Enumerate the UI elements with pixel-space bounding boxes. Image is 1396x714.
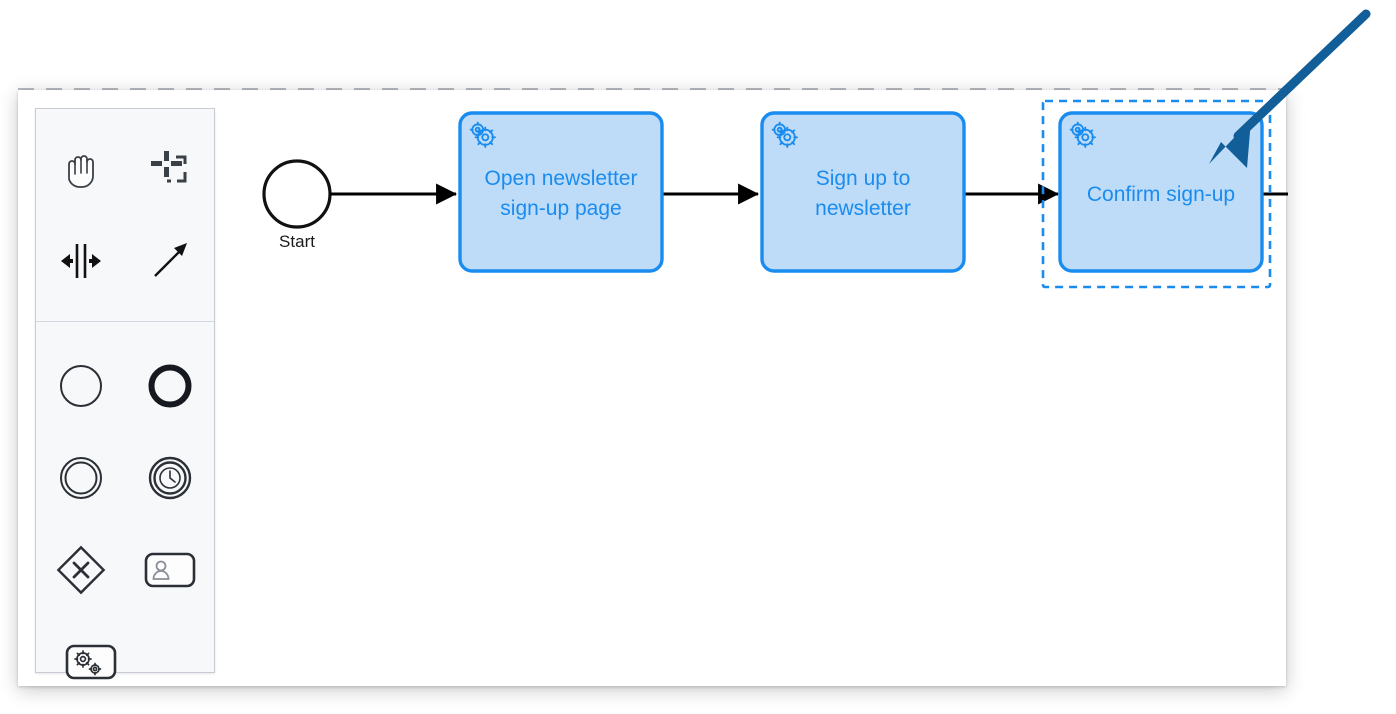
- palette-row: [36, 616, 214, 708]
- task-label-line-1: Open newsletter: [485, 167, 638, 190]
- task-sign-up-to-newsletter[interactable]: Sign up to newsletter: [760, 111, 966, 273]
- lasso-select-icon: [144, 143, 196, 195]
- selection-outline: [1041, 99, 1272, 289]
- task-label-line-1: Confirm sign-up: [1087, 183, 1235, 206]
- gateway-icon: [55, 544, 107, 596]
- palette-row: [36, 123, 214, 215]
- service-task-icon: [771, 121, 798, 148]
- palette-item-intermediate-event[interactable]: [50, 447, 112, 509]
- timer-event-icon: [144, 452, 196, 504]
- palette-row: [36, 524, 214, 616]
- palette-item-timer-event[interactable]: [139, 447, 201, 509]
- connect-arrow-icon: [144, 235, 196, 287]
- palette-row: [36, 340, 214, 432]
- task-open-newsletter-signup-page[interactable]: Open newsletter sign-up page: [458, 111, 664, 273]
- palette-item-end-event[interactable]: [139, 355, 201, 417]
- palette-item-gateway[interactable]: [50, 539, 112, 601]
- element-palette[interactable]: [35, 108, 215, 680]
- palette-row: [36, 215, 214, 307]
- task-shape[interactable]: [760, 111, 966, 273]
- start-event-circle[interactable]: [262, 159, 332, 229]
- service-task-icon: [62, 636, 120, 688]
- palette-item-service-task[interactable]: [60, 631, 122, 693]
- palette-item-global-connect-tool[interactable]: [139, 230, 201, 292]
- palette-group-tools: [36, 109, 214, 313]
- hand-icon: [55, 143, 107, 195]
- start-event[interactable]: Start: [262, 159, 332, 251]
- task-label-line-2: sign-up page: [500, 197, 621, 220]
- task-label-line-1: Sign up to: [816, 167, 911, 190]
- palette-group-elements: [36, 321, 214, 714]
- palette-item-space-tool[interactable]: [50, 230, 112, 292]
- palette-item-start-event[interactable]: [50, 355, 112, 417]
- task-confirm-sign-up[interactable]: Confirm sign-up: [1041, 99, 1272, 289]
- task-shape[interactable]: [458, 111, 664, 273]
- start-event-label: Start: [279, 232, 315, 251]
- palette-item-user-task[interactable]: [139, 539, 201, 601]
- end-event-icon: [144, 360, 196, 412]
- space-tool-icon: [55, 235, 107, 287]
- palette-item-hand-tool[interactable]: [50, 138, 112, 200]
- palette-row: [36, 432, 214, 524]
- user-task-icon: [141, 544, 199, 596]
- start-event-icon: [55, 360, 107, 412]
- intermediate-event-icon: [55, 452, 107, 504]
- service-task-icon: [469, 121, 496, 148]
- task-label-line-2: newsletter: [815, 197, 911, 220]
- service-task-icon: [1069, 121, 1096, 148]
- palette-item-lasso-tool[interactable]: [139, 138, 201, 200]
